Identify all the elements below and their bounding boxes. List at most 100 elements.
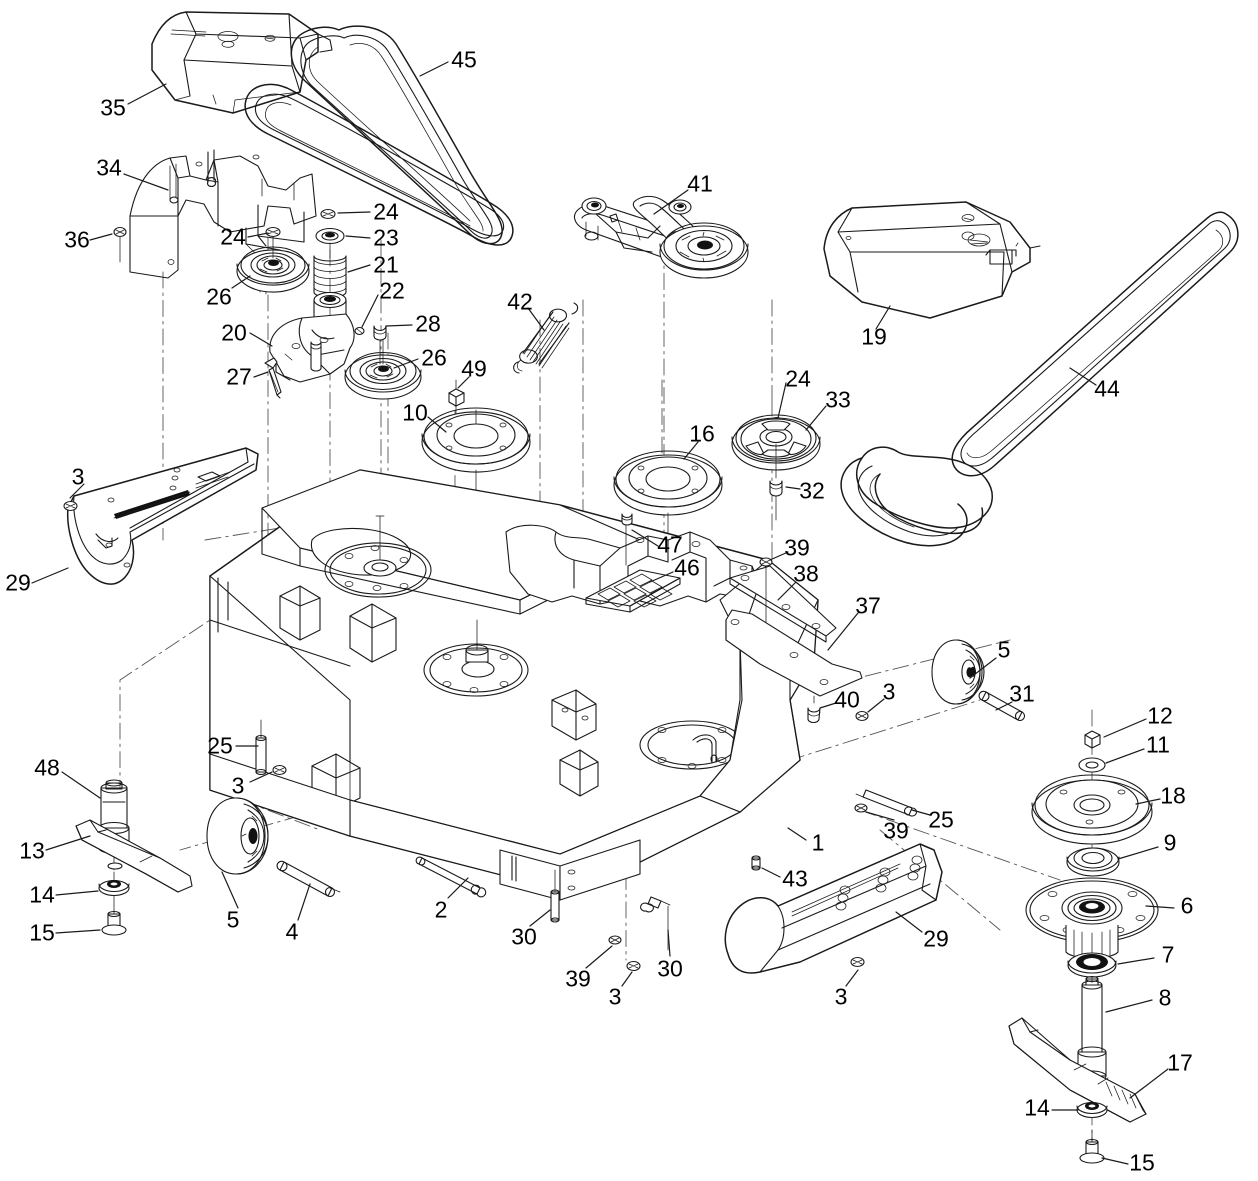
locknut-39-lower [608,935,622,945]
callout-29-right: 29 [923,925,949,952]
callout-28: 28 [415,310,441,337]
callout-24-left: 24 [220,223,246,250]
spindle-stack-right [1008,730,1159,1164]
callout-6: 6 [1180,892,1194,919]
callout-18: 18 [1160,782,1186,809]
axle-31 [978,690,1026,722]
callout-42: 42 [507,288,533,315]
callout-36: 36 [64,226,90,253]
callout-14-right: 14 [1024,1094,1050,1121]
callout-27: 27 [226,363,252,390]
callout-5-left: 5 [226,906,240,933]
locknut-3-left [63,500,78,512]
idler-arm-assembly-41 [573,195,749,279]
callout-25-left: 25 [207,732,233,759]
callout-3-left: 3 [71,463,85,490]
tensioner-arm-20 [269,313,355,383]
callout-2: 2 [434,896,448,923]
bolt-25-left [255,719,267,776]
callout-12: 12 [1147,702,1173,729]
bolt-30-right [640,896,671,951]
locknut-3-right [855,710,869,722]
rivet-43 [751,855,761,871]
deflector-29-right [724,843,943,974]
callout-33: 33 [825,386,851,413]
locknut-3-mid-left [272,764,287,776]
callout-9: 9 [1163,829,1177,856]
belt-cover-right-19 [823,201,1041,319]
washer-14-left [98,879,130,915]
callout-26-lower: 26 [421,344,447,371]
callout-13: 13 [19,837,45,864]
callout-19: 19 [861,323,887,350]
callout-3-right-low: 3 [834,983,848,1010]
deck-shell-1 [209,469,819,901]
callout-38: 38 [793,560,819,587]
locknut-3-right-low [850,956,865,968]
callout-22: 22 [379,277,405,304]
callout-37: 37 [855,592,881,619]
callout-8: 8 [1158,984,1172,1011]
bolt-25-right [855,789,918,817]
callout-5-right: 5 [997,636,1011,663]
callout-17: 17 [1167,1049,1193,1076]
deflector-29-left [66,447,259,585]
callout-15-left: 15 [29,919,55,946]
callout-11: 11 [1146,731,1170,758]
caster-wheel-5-left [206,797,269,875]
callout-29-left: 29 [5,569,31,596]
callout-34: 34 [96,154,122,181]
callout-39-right: 39 [883,817,909,844]
callout-30-left: 30 [511,923,537,950]
callout-25-right: 25 [928,806,954,833]
pin-22 [354,326,365,336]
callout-44: 44 [1094,375,1120,402]
callout-7: 7 [1161,941,1175,968]
callout-3-right: 3 [882,678,896,705]
callout-48: 48 [34,754,60,781]
callout-3-center: 3 [608,983,622,1010]
callout-1: 1 [811,829,825,856]
callout-39-lower: 39 [565,965,591,992]
callout-41: 41 [687,170,713,197]
callout-21: 21 [373,251,399,278]
screw-36 [113,226,127,263]
reinforcement-strap-38 [729,565,837,643]
callout-40: 40 [834,686,860,713]
callout-46: 46 [674,554,700,581]
caster-wheel-5-right [931,639,985,705]
axle-4 [276,860,341,898]
callout-30-right: 30 [657,955,683,982]
belt-long-45 [244,25,514,246]
callout-32: 32 [799,477,825,504]
bolt-27 [264,357,282,399]
callout-39-upper: 39 [784,534,810,561]
nut-49 [448,379,465,421]
bolt-40 [807,695,821,723]
bolt-30-left [550,869,560,923]
belt-drive-44 [840,211,1239,547]
blade-13 [75,819,193,893]
callout-45: 45 [451,46,477,73]
pulley-10 [421,407,531,521]
pulley-33 [731,414,821,521]
bolt-28 [373,325,387,365]
callout-20: 20 [221,319,247,346]
callout-24-top: 24 [373,198,399,225]
callout-16: 16 [689,420,715,447]
bolt-2 [415,856,487,898]
idler-pulley-26-upper [236,226,310,293]
callout-15-right: 15 [1129,1149,1155,1176]
callout-47: 47 [657,531,683,558]
callout-43: 43 [782,865,808,892]
extension-spring-42 [513,302,579,374]
locknut-39-right [854,803,868,813]
callout-35: 35 [100,94,126,121]
callout-3-mid-left: 3 [231,772,245,799]
leader-lines [31,61,1175,1165]
locknut-3-center [626,960,641,972]
callout-24-right: 24 [785,365,811,392]
callout-4: 4 [285,918,299,945]
